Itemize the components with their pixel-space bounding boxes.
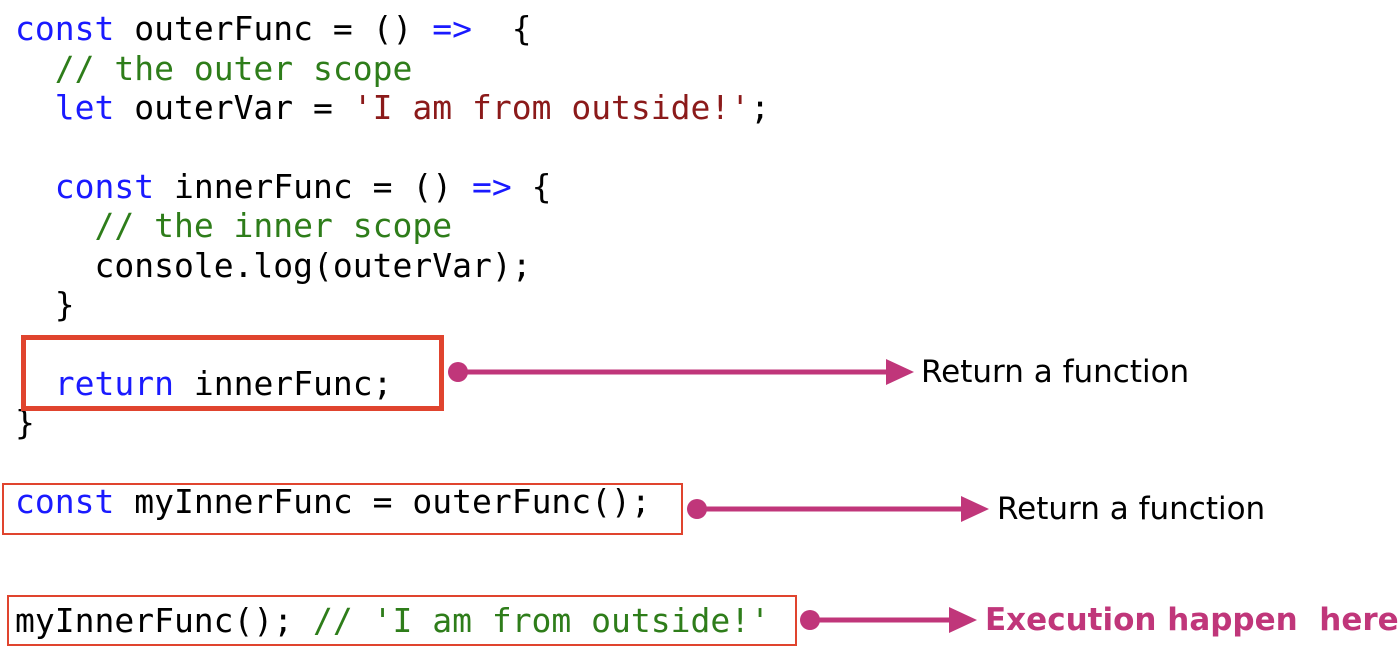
string-literal: 'I am from outside!': [352, 88, 751, 127]
code-text: innerFunc = (): [154, 167, 472, 206]
call-arrow: [687, 496, 989, 522]
comment: // the outer scope: [54, 49, 413, 88]
return-highlight-box: [21, 335, 444, 411]
code-text: myInnerFunc = outerFunc();: [114, 482, 651, 521]
comment: // 'I am from outside!': [313, 601, 770, 640]
code-line-11: myInnerFunc(); // 'I am from outside!': [15, 604, 770, 637]
keyword: let: [54, 88, 115, 127]
code-line-9: }: [15, 406, 35, 439]
code-text: {: [511, 167, 552, 206]
keyword: const: [15, 482, 115, 521]
keyword: return: [54, 364, 174, 403]
code-text: myInnerFunc();: [15, 601, 314, 640]
code-line-3: let outerVar = 'I am from outside!';: [15, 91, 770, 124]
code-line-10: const myInnerFunc = outerFunc();: [15, 485, 651, 518]
code-line-1: const outerFunc = () => {: [15, 12, 532, 45]
call-highlight-box: [2, 483, 683, 535]
keyword: const: [15, 9, 115, 48]
return-arrow: [448, 359, 914, 385]
code-text: outerFunc = (): [114, 9, 433, 48]
code-text: outerVar =: [114, 88, 353, 127]
execution-annotation-label: Execution happen here !: [985, 602, 1400, 638]
code-line-4: const innerFunc = () => {: [15, 167, 552, 206]
code-line-5: // the inner scope: [15, 209, 452, 242]
comment: // the inner scope: [94, 206, 453, 245]
execution-arrow: [800, 607, 977, 633]
code-line-8: return innerFunc;: [15, 367, 393, 400]
code-line-7: }: [15, 288, 75, 321]
call-annotation-label: Return a function: [997, 491, 1266, 527]
return-annotation-label: Return a function: [921, 354, 1190, 390]
code-text: {: [471, 9, 532, 48]
code-text: innerFunc;: [173, 364, 393, 403]
execution-highlight-box: [7, 595, 797, 646]
code-line-6: console.log(outerVar);: [15, 246, 532, 285]
code-text: ;: [750, 88, 771, 127]
keyword: const: [54, 167, 155, 206]
code-text: }: [15, 403, 35, 442]
arrow-operator: =>: [471, 167, 512, 206]
code-line-2: // the outer scope: [15, 49, 413, 88]
code-text: }: [54, 285, 75, 324]
code-text: console.log(outerVar);: [94, 246, 532, 285]
arrow-operator: =>: [432, 9, 472, 48]
